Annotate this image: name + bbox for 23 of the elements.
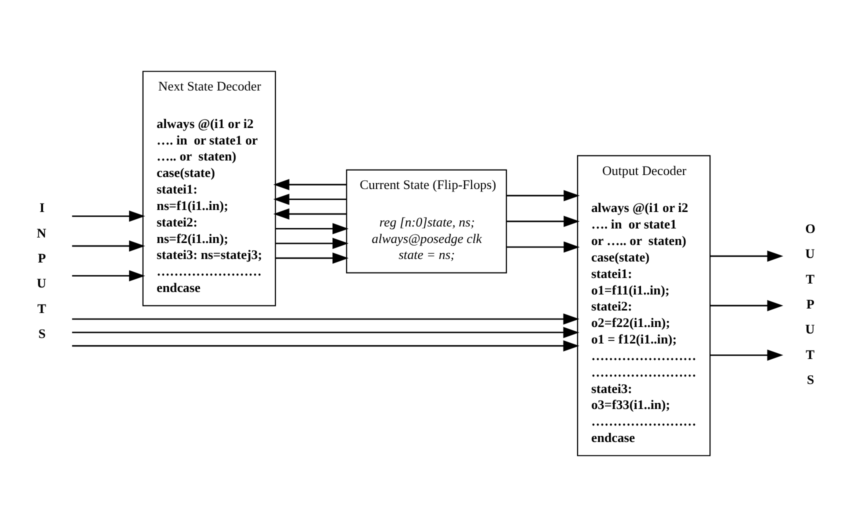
arrow bbox=[276, 237, 349, 248]
arrow bbox=[72, 210, 146, 222]
arrow bbox=[72, 326, 580, 338]
arrow bbox=[72, 340, 580, 351]
arrow bbox=[276, 222, 349, 234]
arrow bbox=[276, 252, 349, 264]
node-box: Next State Decoder always @(i1 or i2 …. in or state1 or ….. or staten) case(state) statei1: ns=f1(i1..in); statei2: ns=f2(i1..in); statei3: ns=statej3; …………………… endcase bbox=[142, 70, 276, 306]
node-box: Current State (Flip-Flops) reg [n:0]state, ns; always@posedge clk state = ns; bbox=[346, 168, 507, 273]
arrow bbox=[72, 312, 580, 324]
arrow bbox=[72, 270, 146, 281]
arrow bbox=[72, 240, 146, 252]
arrow bbox=[506, 215, 580, 226]
arrow bbox=[273, 208, 346, 220]
arrow bbox=[506, 240, 580, 252]
node-text: OUTPUTS bbox=[805, 220, 816, 387]
arrow bbox=[506, 190, 580, 201]
node-text: INPUTS bbox=[36, 200, 46, 341]
arrow bbox=[710, 250, 784, 262]
node-box: Output Decoder always @(i1 or i2 …. in or state1 or ….. or staten) case(state) statei1: o1=f11(i1..in); statei2: o2=f22(i1..in); o1 = f12(i1..in); …………………… …………………… statei3: o3=f33(i1..in); …………………… endcase bbox=[577, 154, 711, 456]
arrow bbox=[273, 193, 346, 204]
arrow bbox=[273, 178, 346, 190]
arrow bbox=[710, 349, 784, 360]
arrow bbox=[710, 300, 784, 311]
